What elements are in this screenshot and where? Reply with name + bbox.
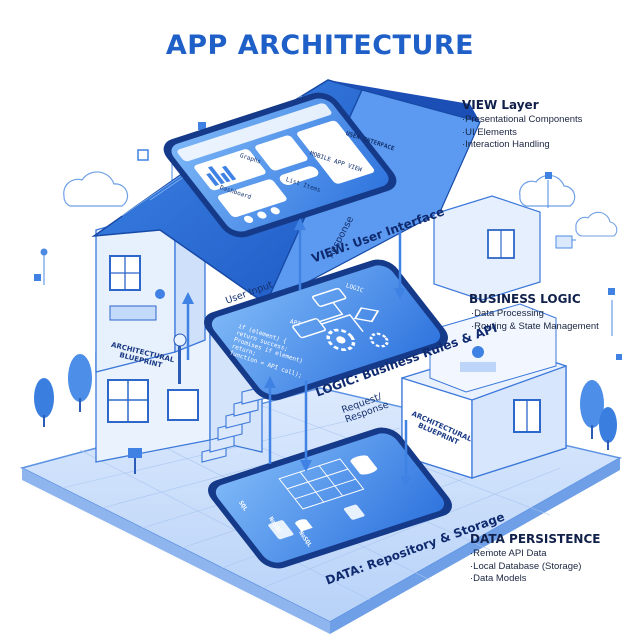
data-persistence-list: Remote API Data Local Database (Storage)… — [470, 548, 581, 586]
page-title: APP ARCHITECTURE — [165, 30, 475, 61]
tree-right-2 — [599, 407, 617, 450]
cloud-right — [519, 174, 576, 207]
street-lamp — [173, 333, 187, 384]
data-persistence-item: Remote API Data — [470, 548, 581, 561]
cloud-left — [63, 171, 129, 207]
tree-left-2 — [34, 378, 54, 427]
data-persistence-heading: DATA PERSISTENCE — [470, 532, 601, 546]
tree-left-1 — [68, 354, 92, 412]
business-logic-list: Data Processing Routing & State Manageme… — [471, 308, 599, 333]
cloud-right-small — [575, 211, 618, 237]
view-layer-item: UI Elements — [462, 127, 582, 140]
flow-arrows — [182, 218, 412, 488]
house-upper-right — [433, 195, 541, 301]
business-logic-heading: BUSINESS LOGIC — [469, 292, 581, 306]
view-layer-item: Interaction Handling — [462, 139, 582, 152]
phone-logic-layer — [204, 259, 448, 401]
phone-data-layer — [208, 427, 452, 569]
data-persistence-item: Local Database (Storage) — [470, 561, 581, 574]
view-layer-list: Presentational Components UI Elements In… — [462, 114, 582, 152]
data-persistence-item: Data Models — [470, 573, 581, 586]
view-layer-item: Presentational Components — [462, 114, 582, 127]
business-logic-item: Data Processing — [471, 308, 599, 321]
phone-view-layer — [163, 92, 397, 238]
business-logic-item: Routing & State Management — [471, 321, 599, 334]
tree-right-1 — [580, 380, 604, 439]
mailbox — [128, 448, 142, 474]
view-layer-heading: VIEW Layer — [462, 98, 539, 112]
